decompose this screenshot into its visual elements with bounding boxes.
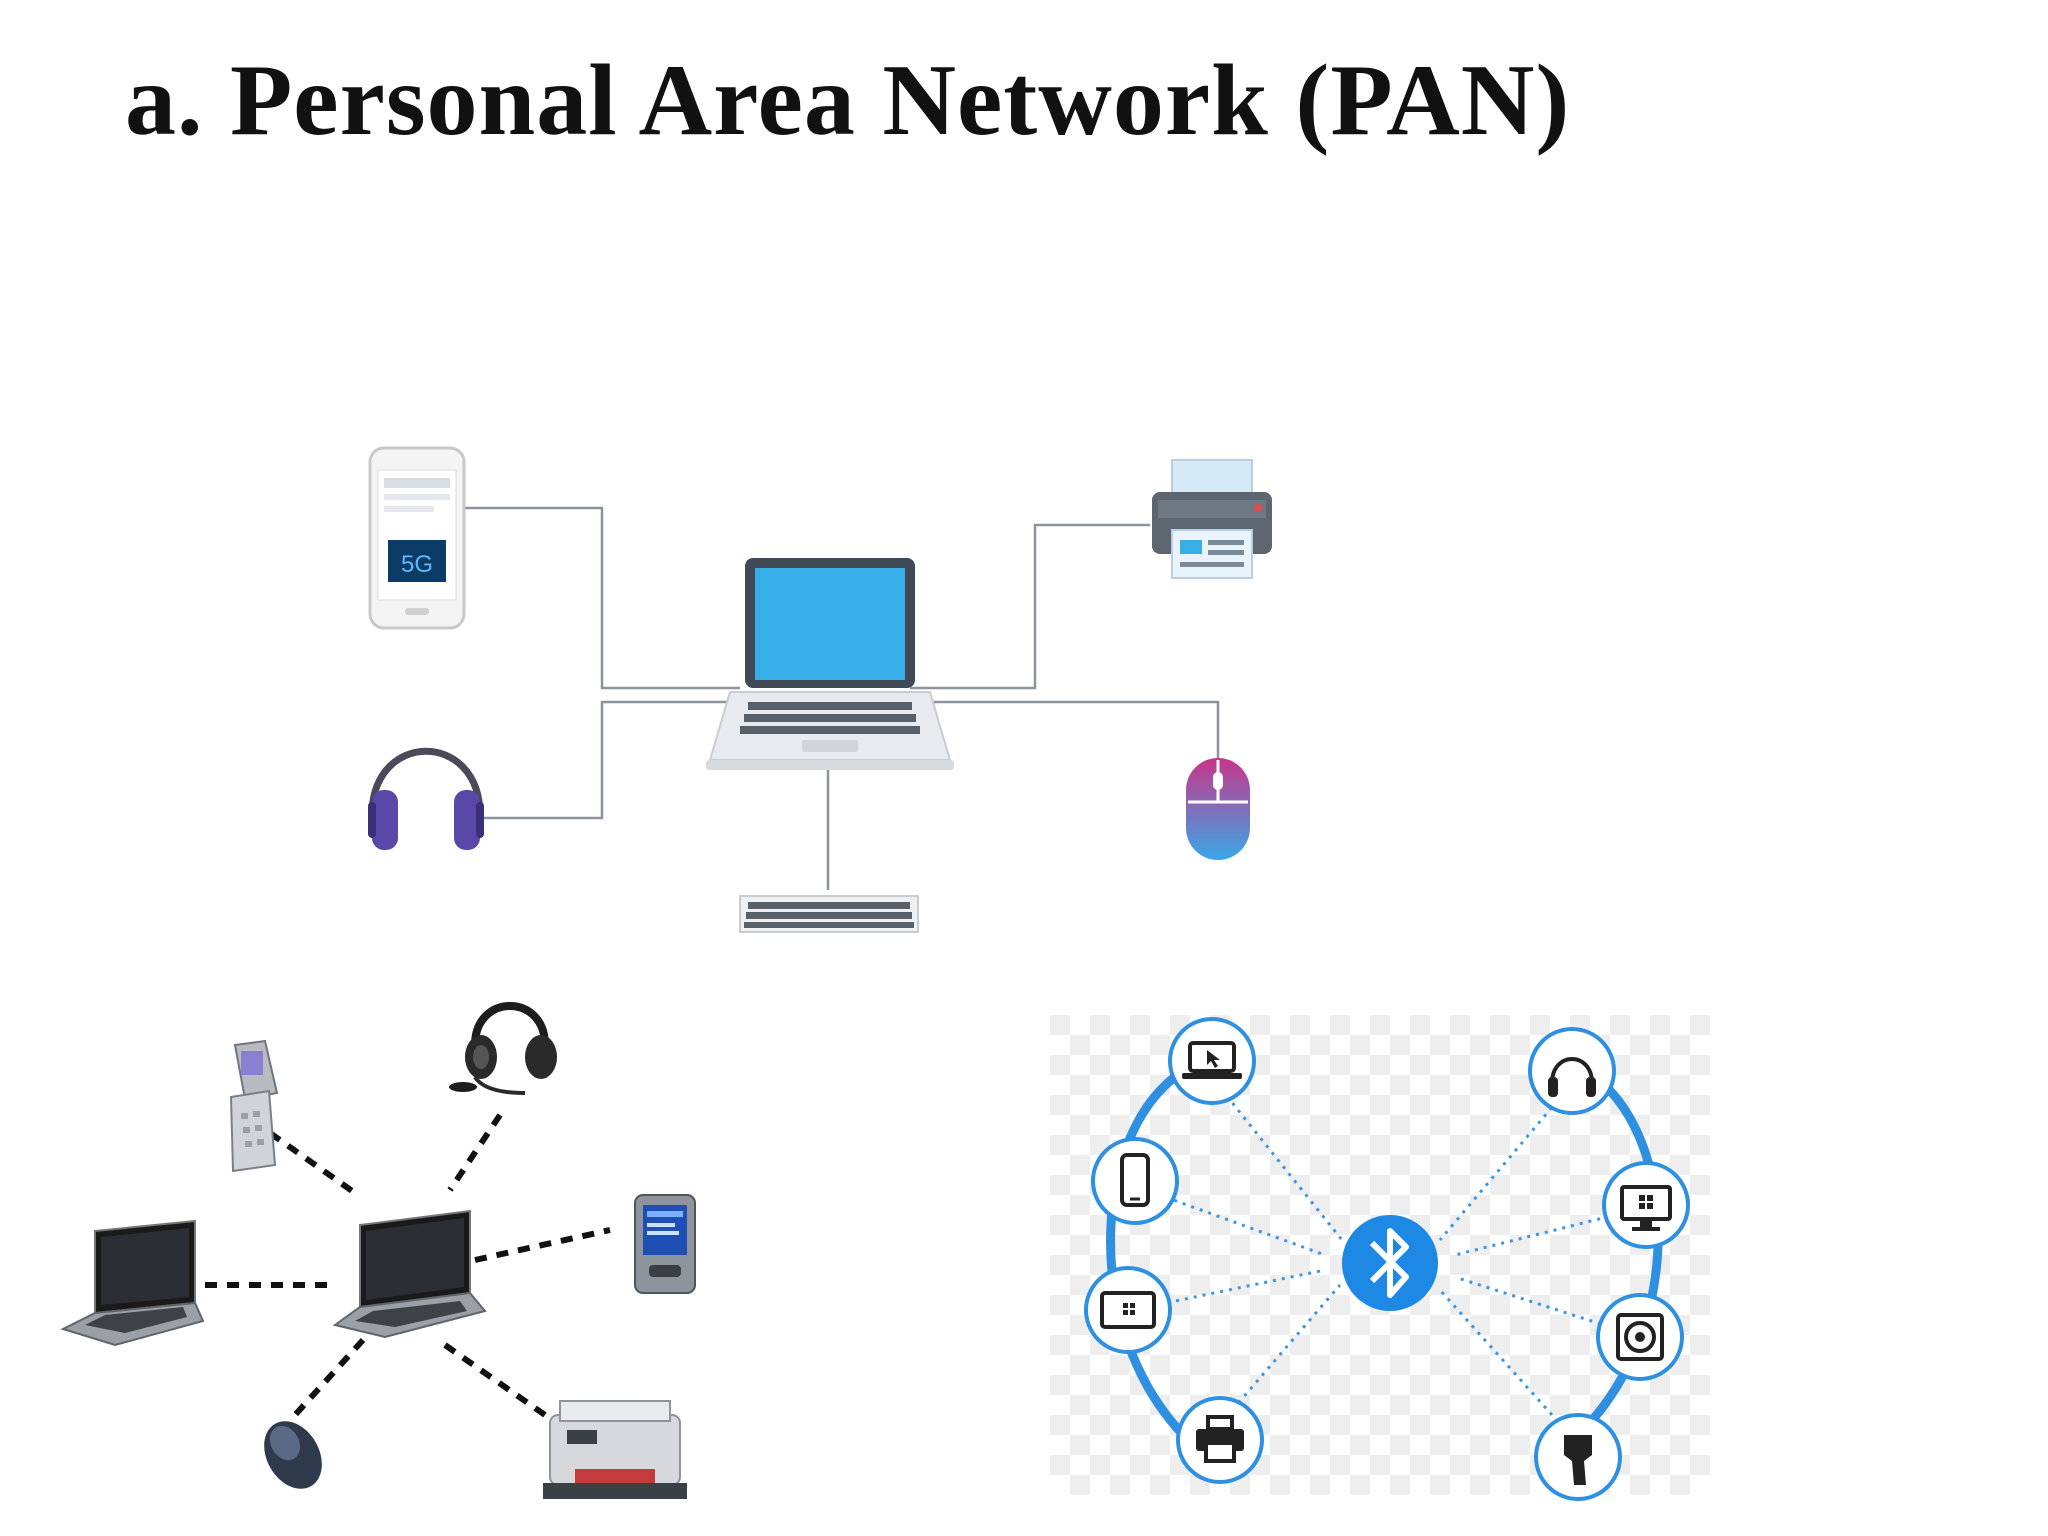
headset-icon <box>449 1002 557 1095</box>
printer-icon <box>1152 459 1272 579</box>
left-arc <box>1106 1058 1208 1459</box>
smartphone-icon <box>1091 1137 1179 1225</box>
barcode-scanner-icon <box>1534 1413 1622 1501</box>
laptop-icon <box>60 1219 205 1347</box>
bluetooth-pan-diagram <box>1050 1015 1710 1501</box>
page-title: a. Personal Area Network (PAN) <box>125 44 1571 157</box>
phone-5g-label: 5G <box>401 551 433 578</box>
monitor-icon <box>1602 1161 1690 1249</box>
bluetooth-icon <box>1342 1215 1438 1311</box>
wireless-connections <box>205 1113 611 1418</box>
headphones-icon <box>1528 1027 1616 1115</box>
speaker-icon <box>1596 1293 1684 1381</box>
printer-icon <box>1176 1396 1264 1484</box>
wired-connections <box>465 506 1220 890</box>
headphones-icon <box>368 747 484 850</box>
mouse-icon <box>1186 758 1250 860</box>
laptop-icon <box>706 558 954 770</box>
bluetooth-links <box>1131 1074 1636 1437</box>
tablet-icon <box>1084 1266 1172 1354</box>
wireless-pan-diagram <box>60 1002 696 1499</box>
laptop-icon <box>332 1209 487 1339</box>
laptop-icon <box>1168 1017 1256 1105</box>
flip-phone-icon <box>229 1039 279 1173</box>
printer-icon <box>543 1400 687 1499</box>
pda-icon <box>634 1194 696 1294</box>
keyboard-icon <box>739 895 919 933</box>
wired-pan-diagram: 5G <box>368 446 1272 933</box>
smartphone-icon: 5G <box>368 446 466 630</box>
mouse-icon <box>264 1421 322 1489</box>
